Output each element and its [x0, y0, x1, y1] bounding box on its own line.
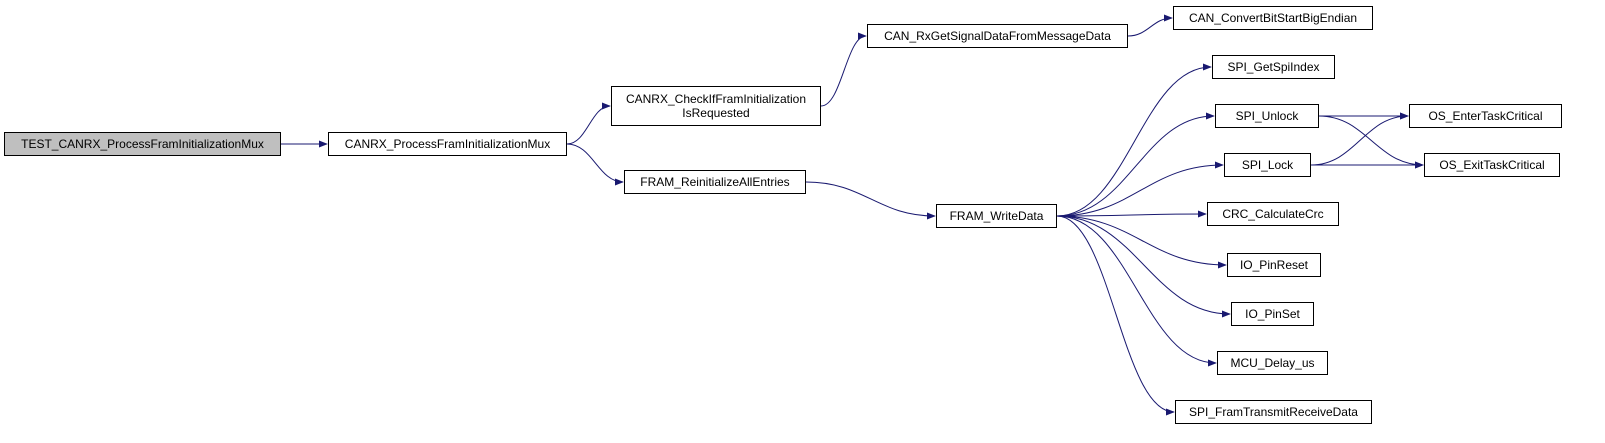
- node-can-rxgetsignaldatafrommessagedata[interactable]: CAN_RxGetSignalDataFromMessageData: [867, 24, 1128, 48]
- node-io-pinset[interactable]: IO_PinSet: [1231, 302, 1314, 326]
- node-canrx-processframinitializationmux[interactable]: CANRX_ProcessFramInitializationMux: [328, 132, 567, 156]
- node-spi-unlock[interactable]: SPI_Unlock: [1215, 104, 1319, 128]
- edge-canrx_process-to-canrx_check: [566, 102, 611, 145]
- node-label-line: SPI_FramTransmitReceiveData: [1189, 405, 1358, 419]
- edge-fram_write-to-spi_fram_trx: [1056, 215, 1175, 416]
- edge-spi_unlock-to-os_exit: [1318, 115, 1424, 169]
- node-fram-writedata[interactable]: FRAM_WriteData: [936, 204, 1057, 228]
- node-fram-reinitializeallentries[interactable]: FRAM_ReinitializeAllEntries: [624, 170, 806, 194]
- node-label-line: CAN_RxGetSignalDataFromMessageData: [884, 29, 1111, 43]
- edge-fram_write-to-spi_lock: [1056, 161, 1224, 217]
- edge-fram_write-to-io_pinreset: [1056, 215, 1227, 269]
- edge-canrx_process-to-fram_reinit: [566, 143, 624, 186]
- edge-can_rxget-to-can_convert: [1127, 14, 1173, 37]
- node-label-line: FRAM_WriteData: [949, 209, 1044, 223]
- node-label-line: SPI_GetSpiIndex: [1227, 60, 1320, 74]
- node-crc-calculatecrc[interactable]: CRC_CalculateCrc: [1207, 202, 1339, 226]
- node-label-line: OS_ExitTaskCritical: [1439, 158, 1545, 172]
- edge-fram_write-to-mcu_delay: [1056, 215, 1217, 367]
- node-spi-framtransmitreceivedata[interactable]: SPI_FramTransmitReceiveData: [1175, 400, 1372, 424]
- edge-fram_reinit-to-fram_write: [805, 181, 936, 220]
- node-spi-getspiindex[interactable]: SPI_GetSpiIndex: [1212, 55, 1335, 79]
- edge-fram_write-to-spi_getspi: [1056, 63, 1212, 217]
- node-label-line: IO_PinReset: [1239, 258, 1309, 272]
- node-label-line: IO_PinSet: [1245, 307, 1300, 321]
- node-os-entertaskcritical[interactable]: OS_EnterTaskCritical: [1409, 104, 1562, 128]
- edge-fram_write-to-spi_unlock: [1056, 112, 1215, 217]
- node-label-line: SPI_Unlock: [1235, 109, 1299, 123]
- node-test-canrx-processframinitializationmux: TEST_CANRX_ProcessFramInitializationMux: [4, 132, 281, 156]
- node-label-line: MCU_Delay_us: [1230, 356, 1315, 370]
- node-io-pinreset[interactable]: IO_PinReset: [1227, 253, 1321, 277]
- node-label-line: IsRequested: [682, 106, 750, 120]
- edge-fram_write-to-io_pinset: [1056, 215, 1231, 318]
- node-label-line: CAN_ConvertBitStartBigEndian: [1188, 11, 1358, 25]
- node-label-line: SPI_Lock: [1241, 158, 1294, 172]
- node-label-line: CRC_CalculateCrc: [1222, 207, 1324, 221]
- node-label-line: TEST_CANRX_ProcessFramInitializationMux: [21, 137, 264, 151]
- edge-spi_lock-to-os_enter: [1310, 112, 1409, 166]
- node-label-line: CANRX_CheckIfFramInitialization: [625, 92, 807, 106]
- node-label-line: FRAM_ReinitializeAllEntries: [640, 175, 790, 189]
- edge-fram_write-to-crc_calc: [1056, 210, 1207, 218]
- node-label-line: OS_EnterTaskCritical: [1428, 109, 1543, 123]
- node-can-convertbitstartbigendian[interactable]: CAN_ConvertBitStartBigEndian: [1173, 6, 1373, 30]
- node-os-exittaskcritical[interactable]: OS_ExitTaskCritical: [1424, 153, 1560, 177]
- node-mcu-delay-us[interactable]: MCU_Delay_us: [1217, 351, 1328, 375]
- node-spi-lock[interactable]: SPI_Lock: [1224, 153, 1311, 177]
- node-label-line: CANRX_ProcessFramInitializationMux: [344, 137, 551, 151]
- edge-canrx_check-to-can_rxget: [820, 32, 867, 107]
